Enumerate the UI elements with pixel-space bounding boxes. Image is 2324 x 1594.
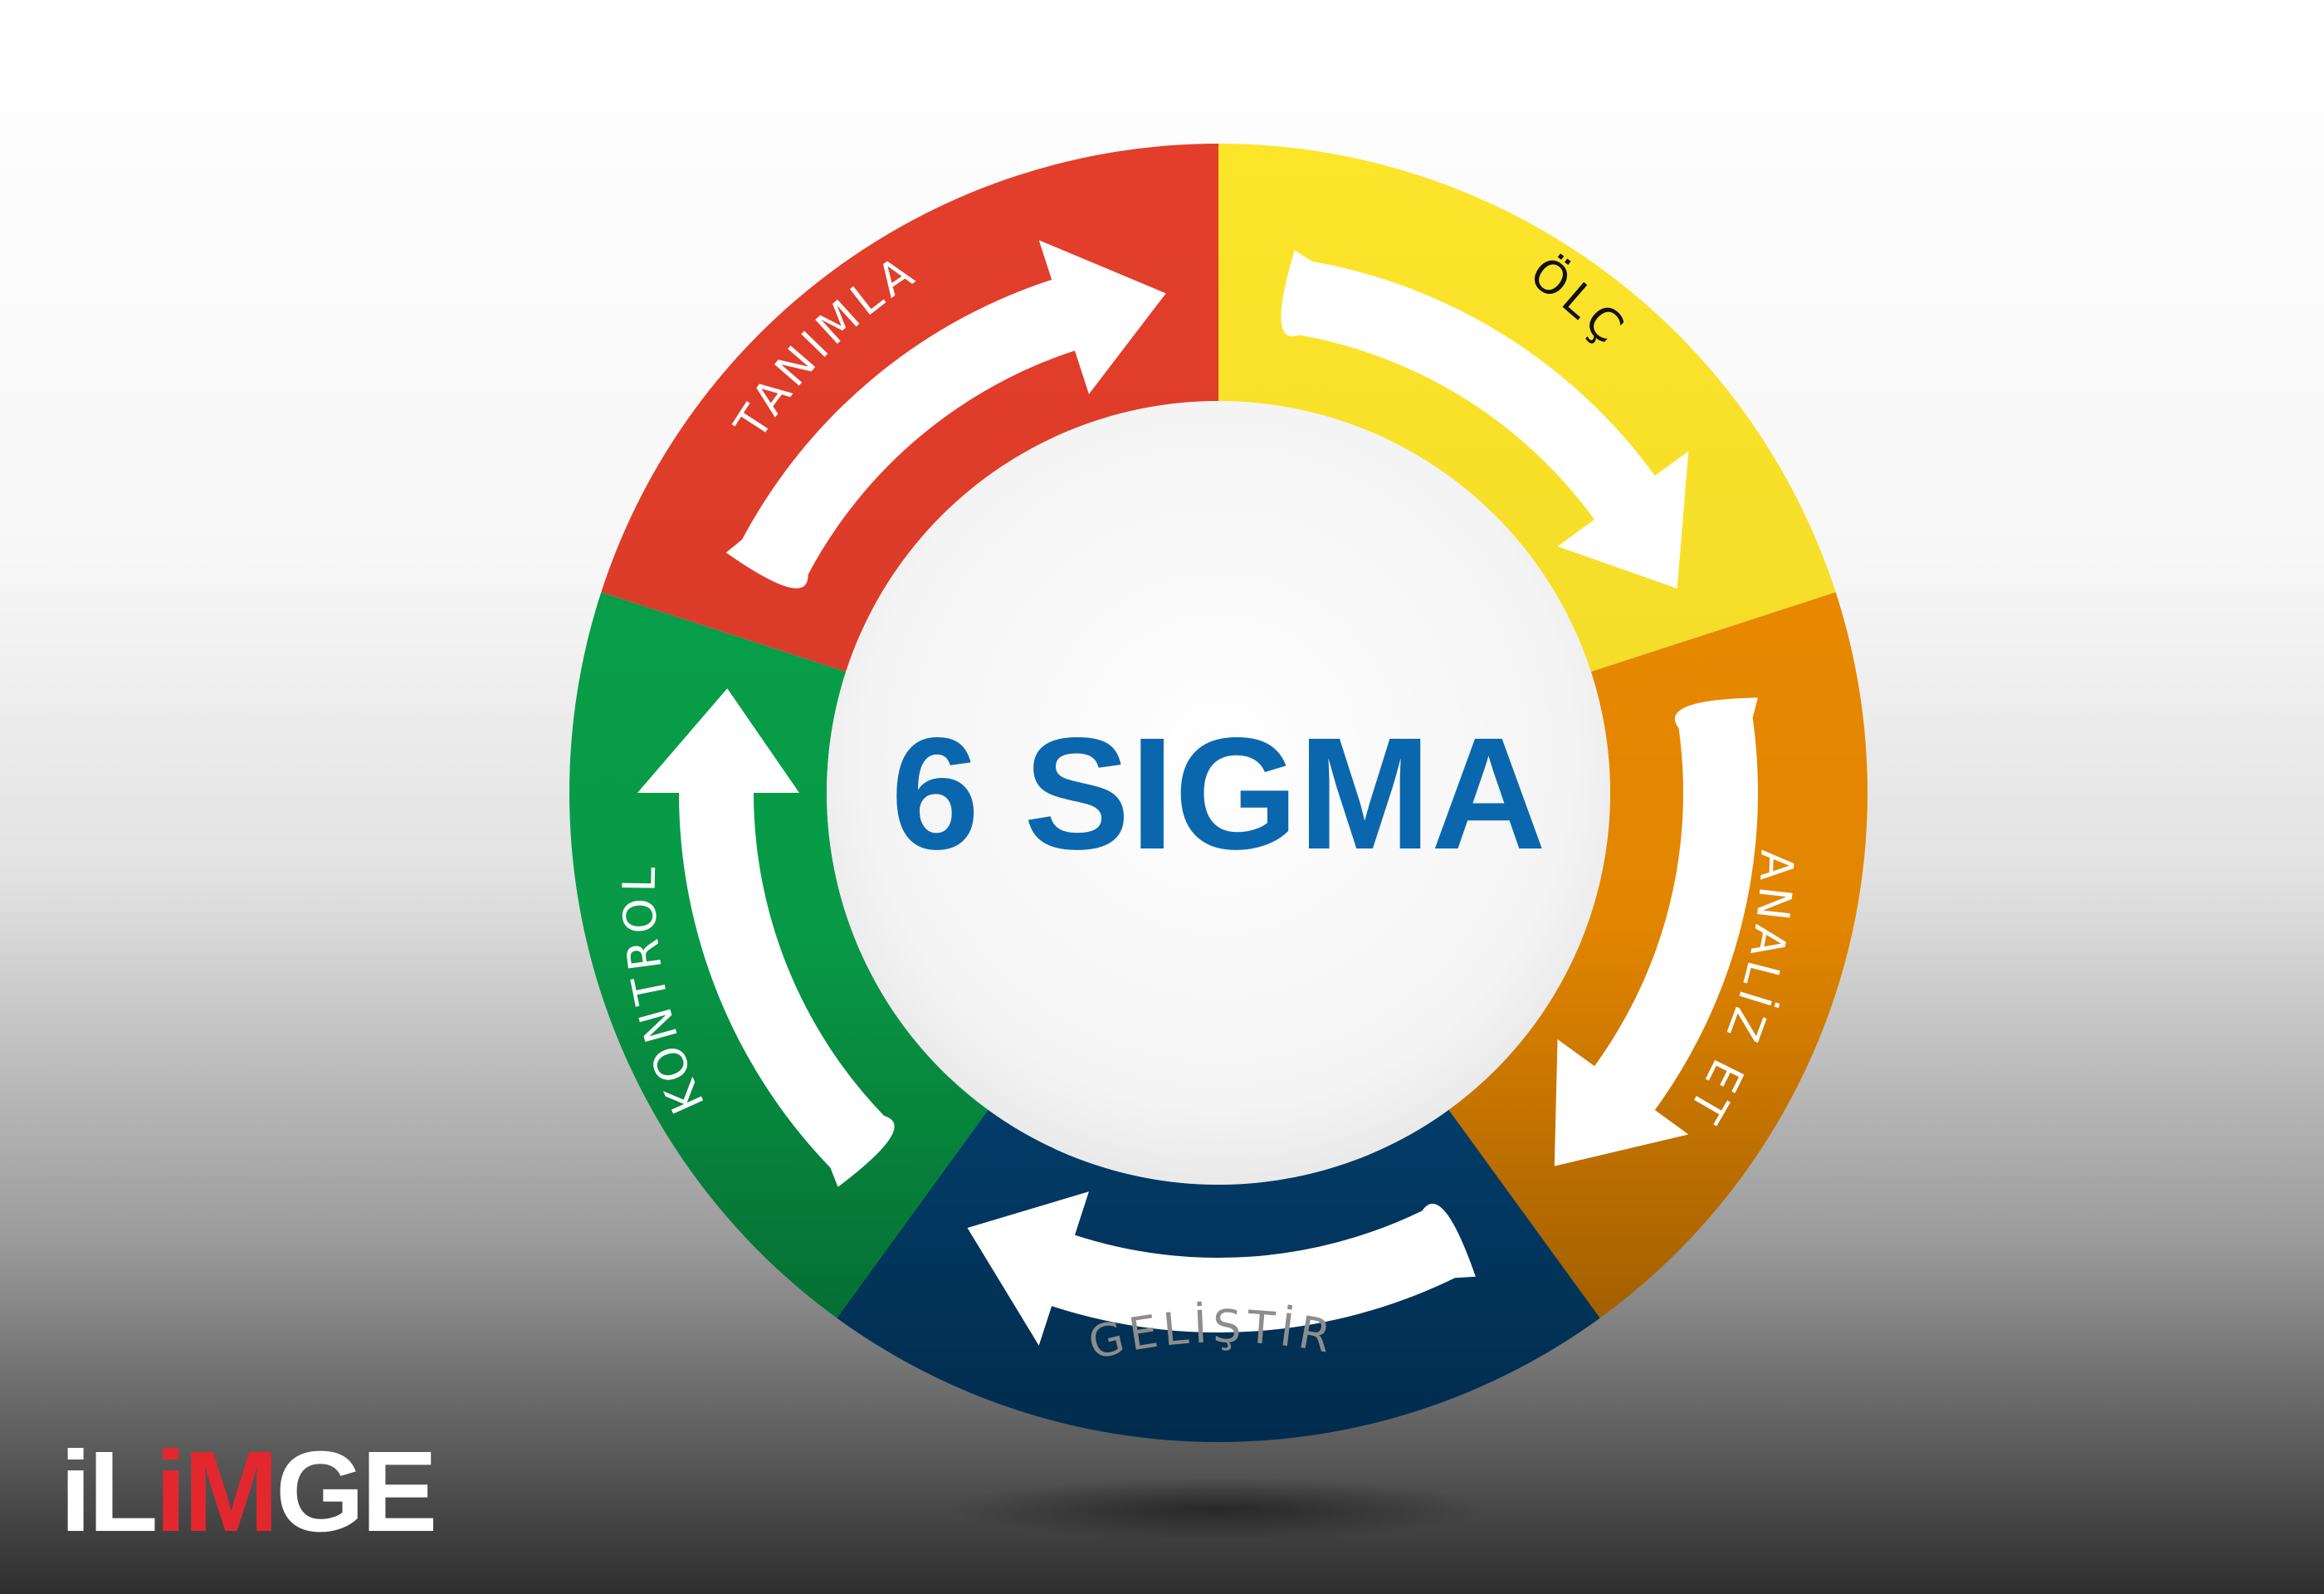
arrow-tanimla bbox=[725, 240, 1166, 589]
arrow-gelistir bbox=[967, 1191, 1476, 1346]
center-title: 6 SIGMA bbox=[891, 704, 1545, 883]
logo-text-part3: GE bbox=[275, 1428, 437, 1556]
logo-text-part1: iL bbox=[60, 1428, 159, 1556]
logo-text-part2: iM bbox=[154, 1428, 279, 1556]
arrow-olc bbox=[1281, 250, 1689, 589]
arrow-analiz bbox=[1554, 697, 1758, 1166]
disc-shadow bbox=[945, 1478, 1492, 1541]
arrow-kontrol bbox=[637, 688, 895, 1187]
ilimge-logo: iLiMGE bbox=[60, 1435, 437, 1549]
center-disc bbox=[827, 401, 1610, 1185]
